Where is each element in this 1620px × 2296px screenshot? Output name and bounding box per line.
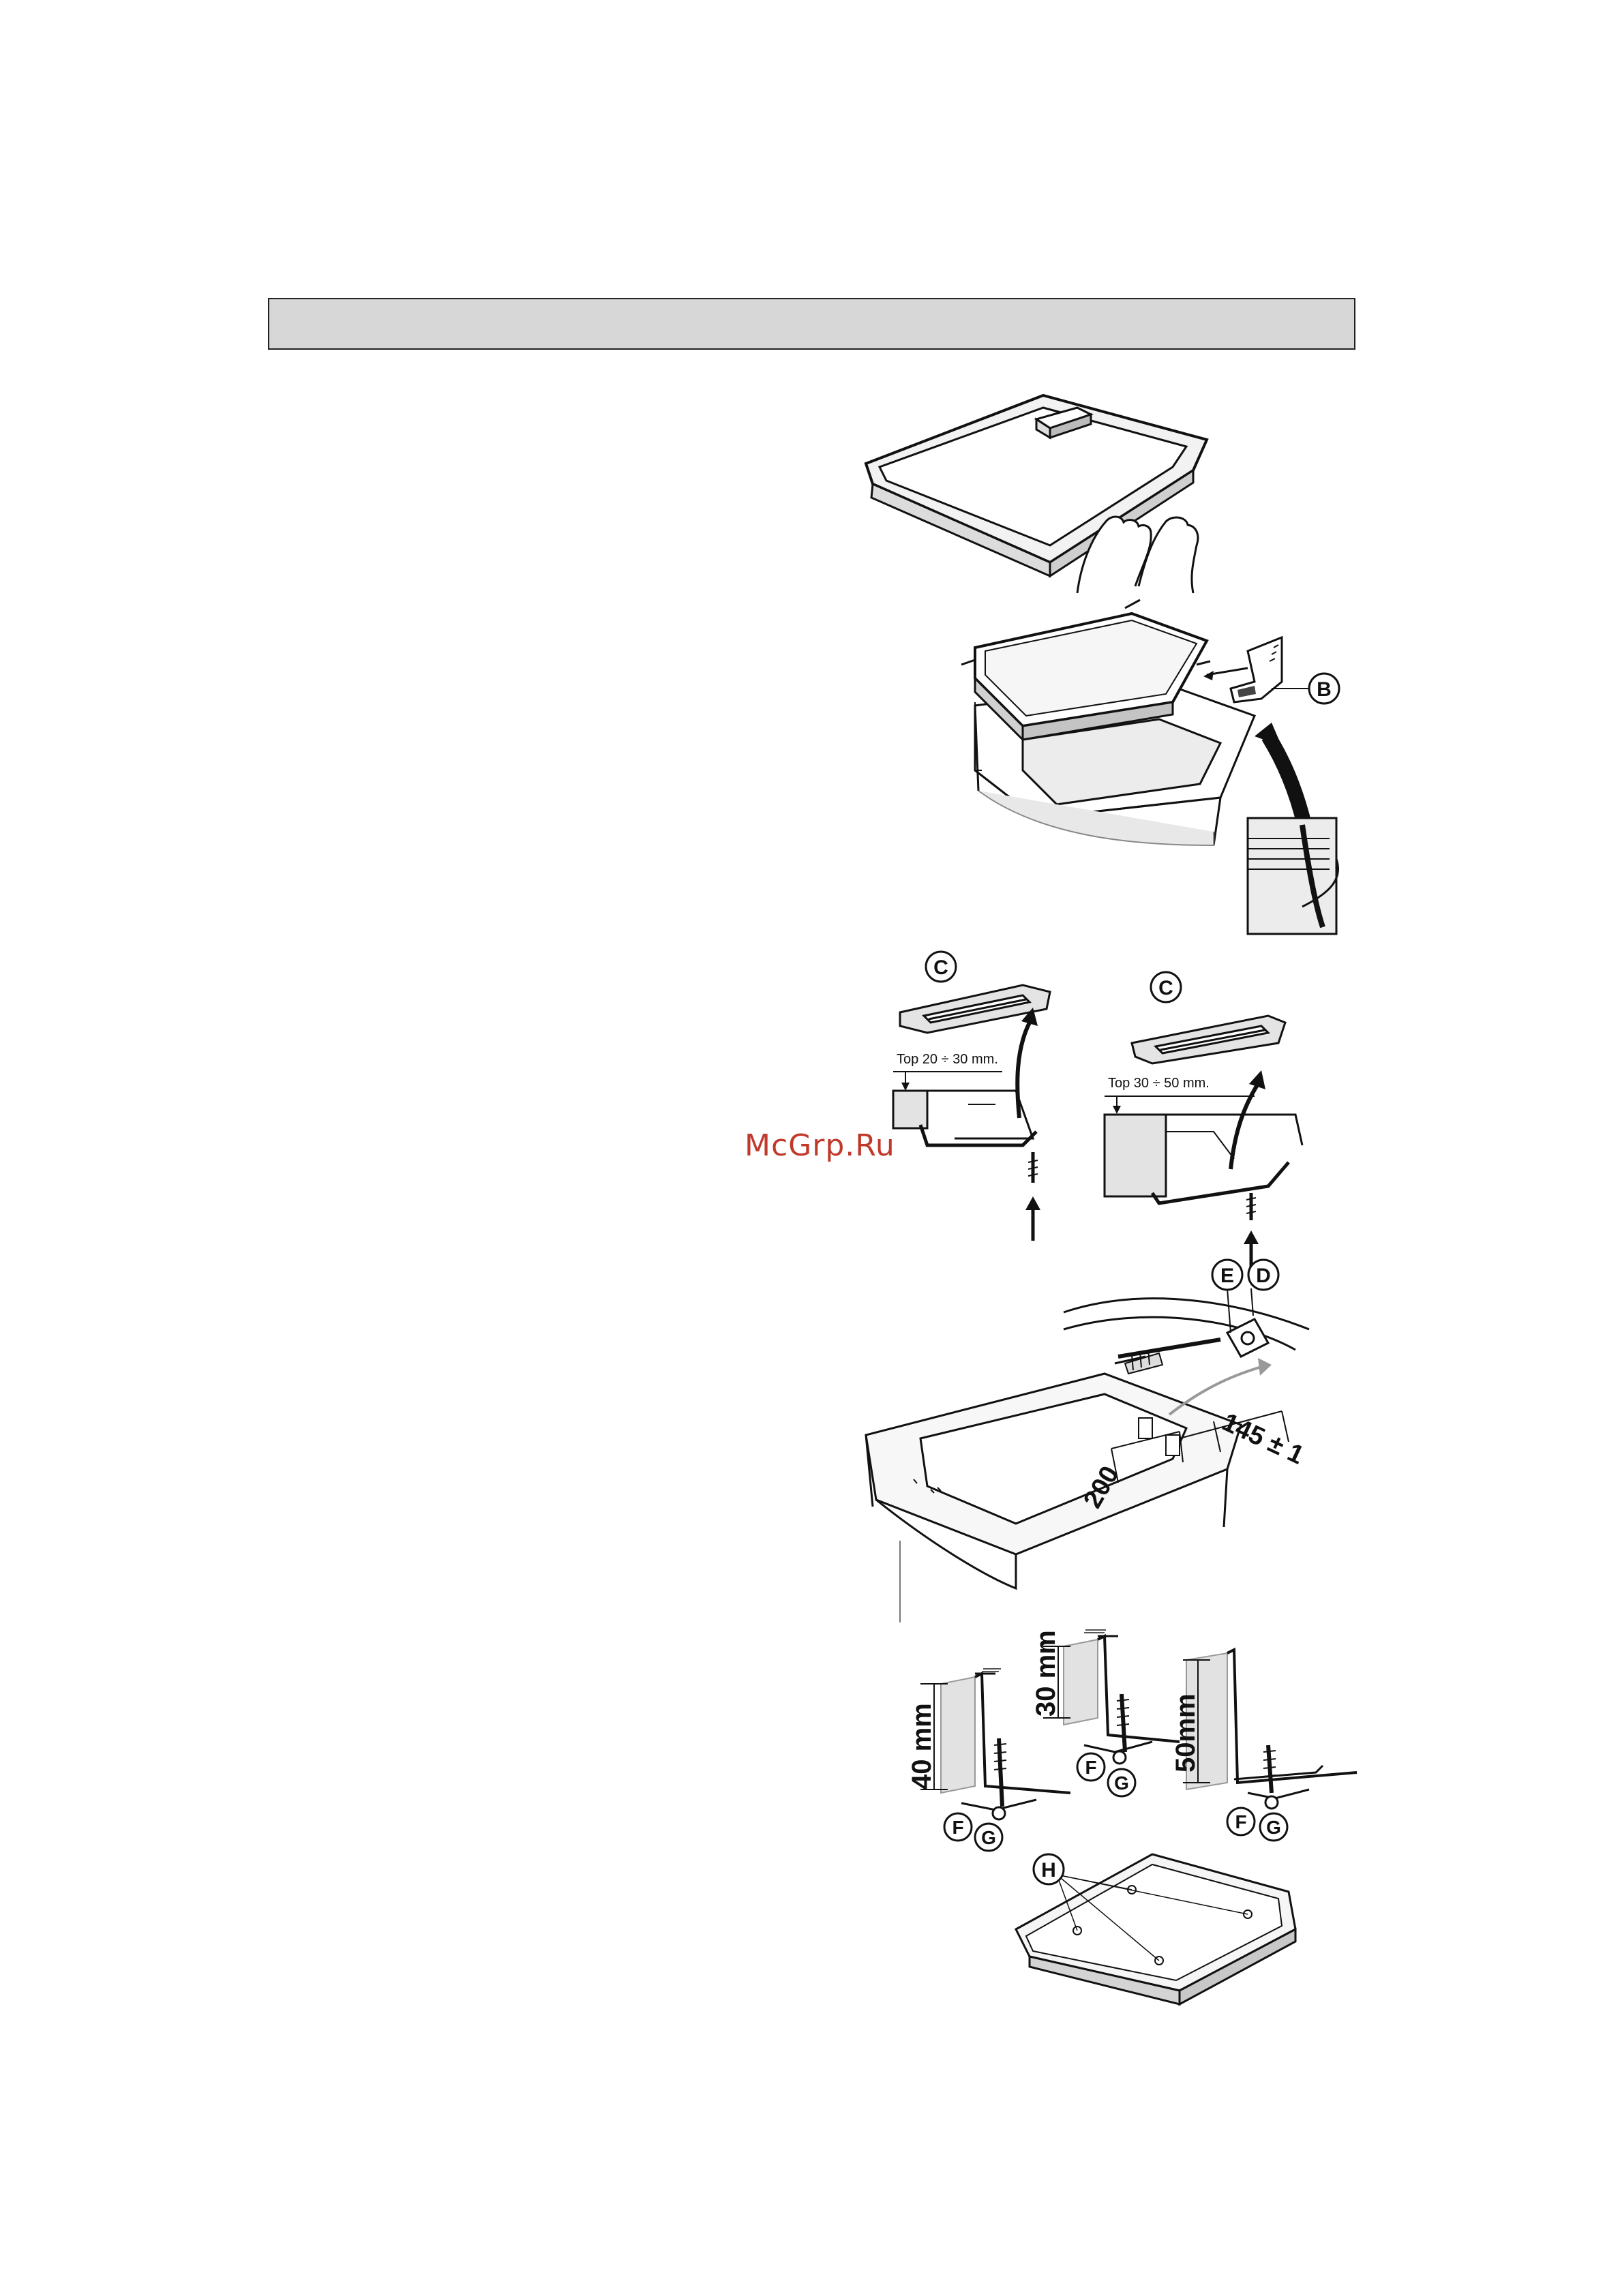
- label-c-left: C: [926, 952, 956, 982]
- figure-cutout-de: 200 145 ± 1 E D: [859, 1254, 1309, 1636]
- label-e-text: E: [1220, 1265, 1234, 1287]
- figure-hob-underside-h: H: [1002, 1834, 1323, 2018]
- top-thick-text: Top 30 ÷ 50 mm.: [1108, 1076, 1210, 1091]
- h40-dimension: 40 mm: [907, 1703, 937, 1789]
- offset-dimension: 145 ± 1: [1218, 1408, 1308, 1470]
- label-d: D: [1248, 1260, 1278, 1290]
- top-thin-text: Top 20 ÷ 30 mm.: [897, 1052, 998, 1067]
- h30-dimension: 30 mm: [1031, 1630, 1061, 1717]
- label-f-left-text: F: [952, 1817, 963, 1838]
- label-h-text: H: [1041, 1859, 1056, 1882]
- label-f-right-text: F: [1235, 1811, 1246, 1832]
- section-header-bar: [268, 298, 1355, 350]
- detail-de: [1064, 1288, 1309, 1374]
- h50-dimension: 50mm: [1171, 1693, 1201, 1772]
- figure-clamp-b: B: [961, 600, 1357, 934]
- label-b: B: [1309, 674, 1339, 704]
- variant-50mm: 50mm F G: [1171, 1650, 1357, 1841]
- label-g-mid-text: G: [1114, 1772, 1129, 1794]
- label-d-text: D: [1256, 1265, 1271, 1287]
- label-c-right: C: [1151, 972, 1181, 1002]
- figure-c-thick-top: C Top 30 ÷ 50 mm.: [1098, 968, 1323, 1268]
- label-g-left-text: G: [981, 1827, 996, 1848]
- label-b-text: B: [1317, 678, 1332, 701]
- label-e: E: [1212, 1260, 1242, 1290]
- label-h: H: [1034, 1854, 1064, 1884]
- seal-detail: [1248, 818, 1338, 934]
- figure-hob-hands: [852, 382, 1234, 600]
- label-c-left-text: C: [933, 956, 948, 979]
- figure-c-thin-top: C Top 20 ÷ 30 mm.: [886, 948, 1091, 1248]
- clip-c-right: [1132, 1016, 1285, 1063]
- label-c-right-text: C: [1158, 977, 1173, 999]
- figure-thickness-variants: 40 mm F G 30 mm F G 50mm: [880, 1609, 1357, 1868]
- watermark: McGrp.Ru: [745, 1128, 895, 1163]
- label-f-mid-text: F: [1085, 1757, 1096, 1778]
- variant-30mm: 30 mm F G: [1031, 1630, 1180, 1796]
